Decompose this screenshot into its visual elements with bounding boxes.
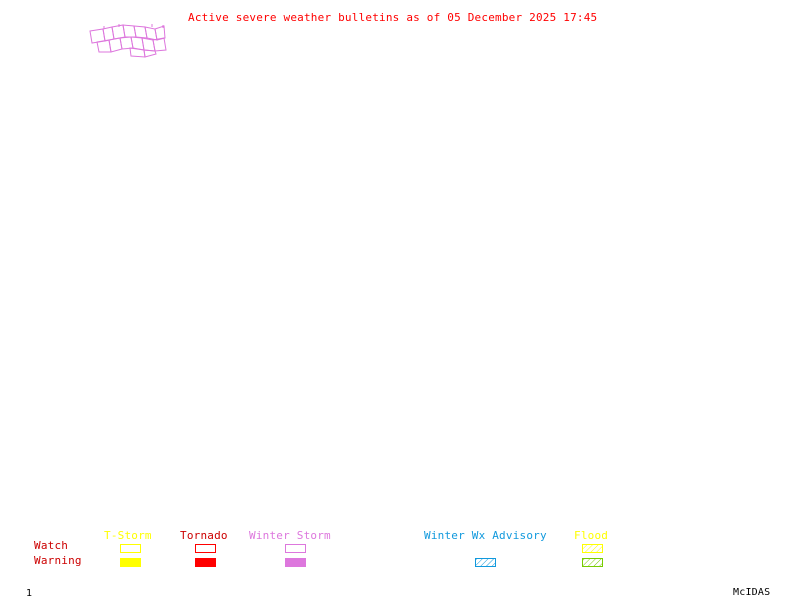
zone-polygon[interactable]	[129, 47, 146, 58]
legend-header-winter-storm: Winter Storm	[249, 529, 331, 542]
tstorm-watch-swatch	[120, 544, 141, 553]
tornado-watch-swatch	[195, 544, 216, 553]
page-title: Active severe weather bulletins as of 05…	[188, 11, 598, 24]
legend-row-label-watch: Watch	[34, 539, 69, 552]
legend-header-flood: Flood	[574, 529, 609, 542]
software-label: McIDAS	[733, 587, 771, 598]
frame-number: 1	[26, 588, 33, 599]
tornado-warning-swatch	[195, 558, 216, 567]
flood-warning-swatch	[582, 558, 603, 567]
legend-swatches	[120, 544, 603, 567]
zone-polygon[interactable]	[143, 49, 157, 58]
zone-polygon[interactable]	[154, 25, 166, 41]
winter-storm-zones	[89, 24, 167, 58]
winter-storm-watch-swatch	[285, 544, 306, 553]
winter-storm-warning-swatch	[285, 558, 306, 567]
legend-row-label-warning: Warning	[34, 554, 82, 567]
legend-header-tstorm: T-Storm	[104, 529, 152, 542]
zone-polygon[interactable]	[152, 37, 167, 52]
tstorm-warning-swatch	[120, 558, 141, 567]
legend-header-winter-wx-advisory: Winter Wx Advisory	[424, 529, 547, 542]
flood-watch-swatch	[582, 544, 603, 553]
winter-wx-advisory-warning-swatch	[475, 558, 496, 567]
legend-header-tornado: Tornado	[180, 529, 228, 542]
